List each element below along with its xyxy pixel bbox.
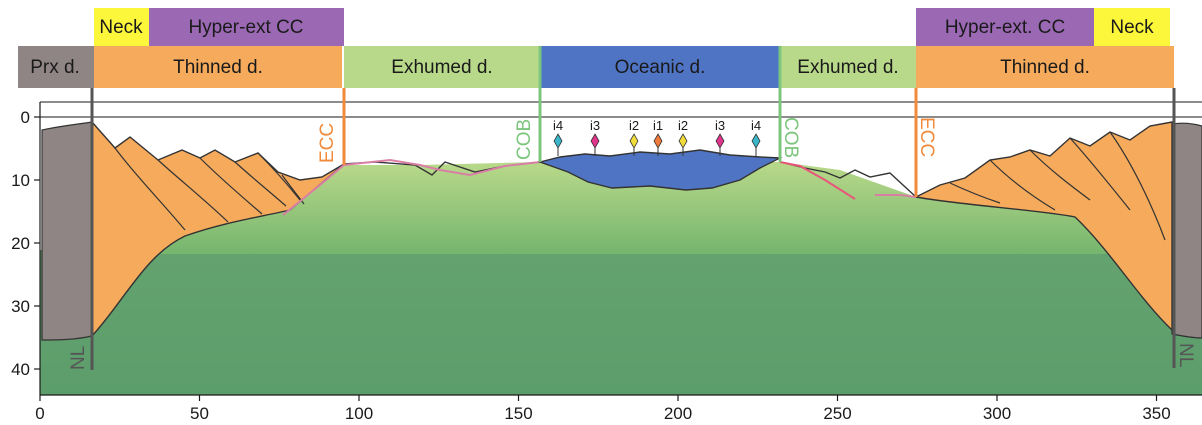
- faults-right: [949, 131, 1166, 241]
- detachment-right-2: [875, 194, 917, 198]
- band-hyper-right-label: Hyper-ext. CC: [945, 17, 1065, 38]
- isochron-diamond: [715, 133, 725, 149]
- x-tick-label: 150: [504, 404, 532, 423]
- band-thinned-right-label: Thinned d.: [1000, 57, 1090, 78]
- ecc-label-right: ECC: [916, 117, 937, 157]
- y-tick-label: 10: [11, 171, 30, 190]
- nl-label-left: NL: [68, 346, 89, 370]
- isochron-diamond: [678, 133, 688, 149]
- band-hyper-left-label: Hyper-ext CC: [188, 17, 303, 38]
- band-thinned-right: [916, 46, 1174, 88]
- band-exhumed-right: [780, 46, 916, 88]
- y-tick-label: 20: [11, 234, 30, 253]
- x-tick-label: 200: [664, 404, 692, 423]
- band-neck-left: [94, 8, 149, 46]
- x-axis-ticks: 0 50 100 150 200 250 300 350: [35, 395, 1171, 423]
- x-tick-label: 300: [983, 404, 1011, 423]
- isochron-diamond: [653, 133, 663, 149]
- isochron-i2: i2: [629, 118, 639, 156]
- isochron-i3: i3: [715, 118, 725, 156]
- y-tick-label: 30: [11, 297, 30, 316]
- isochron-diamond: [751, 133, 761, 149]
- isochron-label: i3: [590, 118, 600, 133]
- x-tick-label: 100: [345, 404, 373, 423]
- isochron-label: i3: [715, 118, 725, 133]
- y-axis-ticks: 0 10 20 30 40: [11, 108, 40, 379]
- x-tick-label: 350: [1142, 404, 1170, 423]
- band-hyper-right: [916, 8, 1094, 46]
- faults-left: [114, 147, 305, 231]
- proximal-block-right: [1171, 122, 1202, 339]
- band-oceanic: [540, 46, 780, 88]
- thinned-crust-left: [91, 120, 345, 338]
- detachment-right: [779, 161, 856, 200]
- isochron-i4: i4: [553, 118, 563, 156]
- isochron-markers: i4 i3 i2 i1 i2 i3 i4: [553, 118, 761, 156]
- cob-label-right: COB: [780, 117, 801, 158]
- cob-label-left: COB: [514, 119, 535, 160]
- isochron-i2: i2: [678, 118, 688, 156]
- thinned-crust-right: [913, 121, 1173, 332]
- mantle-lower-tone: [40, 254, 1202, 395]
- isochron-diamond: [629, 133, 639, 149]
- exhumed-surface-right: [779, 161, 917, 198]
- isochron-label: i2: [629, 118, 639, 133]
- band-thinned-left: [94, 46, 342, 88]
- band-neck-right: [1094, 8, 1170, 46]
- y-tick-label: 40: [11, 360, 30, 379]
- band-proximal-left: [18, 46, 94, 88]
- band-exhumed-left: [344, 46, 540, 88]
- band-neck-left-label: Neck: [99, 17, 143, 38]
- band-thinned-left-label: Thinned d.: [173, 57, 263, 78]
- detachment-left: [282, 158, 541, 216]
- y-tick-label: 0: [21, 108, 30, 127]
- x-tick-label: 0: [35, 404, 44, 423]
- isochron-diamond: [590, 133, 600, 149]
- band-exhumed-right-label: Exhumed d.: [797, 57, 898, 78]
- isochron-i3: i3: [590, 118, 600, 156]
- band-hyper-left: [149, 8, 344, 46]
- x-tick-label: 50: [190, 404, 209, 423]
- ecc-label-left: ECC: [317, 123, 338, 163]
- isochron-diamond: [553, 133, 563, 149]
- proximal-block-left: [41, 121, 93, 341]
- isochron-label: i2: [678, 118, 688, 133]
- band-exhumed-left-label: Exhumed d.: [391, 57, 492, 78]
- band-proximal-left-label: Prx d.: [30, 57, 80, 78]
- band-oceanic-label: Oceanic d.: [615, 57, 706, 78]
- isochron-i4: i4: [751, 118, 761, 156]
- x-tick-label: 250: [823, 404, 851, 423]
- band-neck-right-label: Neck: [1110, 17, 1154, 38]
- isochron-label: i4: [751, 118, 761, 133]
- nl-label-right: NL: [1175, 343, 1196, 367]
- isochron-label: i4: [553, 118, 563, 133]
- isochron-label: i1: [653, 118, 663, 133]
- isochron-i1: i1: [653, 118, 663, 156]
